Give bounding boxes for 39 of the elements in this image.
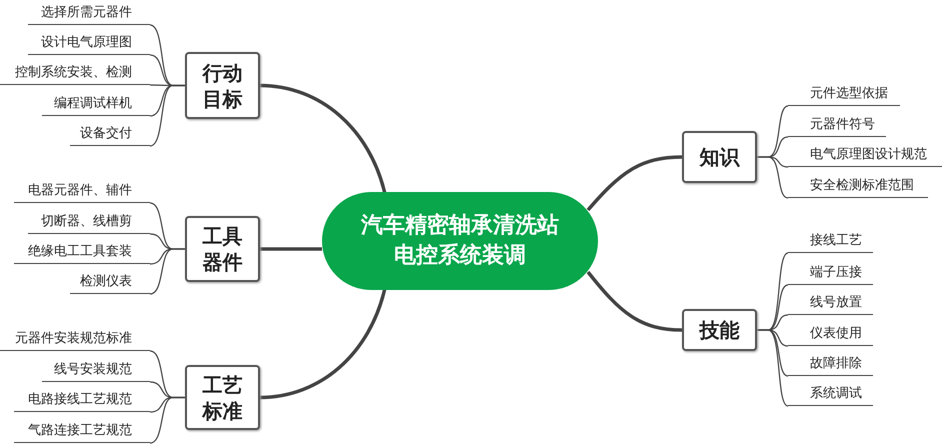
underlined-label: 端子压接 <box>788 263 873 285</box>
topic-box: 工艺标准 <box>185 365 260 430</box>
main-branch-line <box>586 270 682 332</box>
underlined-label: 电路接线工艺规范 <box>14 390 150 412</box>
main-branch-line <box>260 84 387 194</box>
underlined-label: 电气原理图设计规范 <box>788 145 942 167</box>
underlined-label: 设计电气原理图 <box>28 33 150 55</box>
underlined-label: 安全检测标准范围 <box>788 176 928 198</box>
underlined-label: 切断器、线槽剪 <box>28 212 150 234</box>
underlined-label: 系统调试 <box>788 384 873 406</box>
underlined-label: 检测仪表 <box>70 272 150 294</box>
topic-box: 技能 <box>682 309 757 351</box>
underlined-label: 控制系统安装、检测 <box>0 63 150 85</box>
branch-line <box>757 156 788 199</box>
branch-line <box>150 84 185 147</box>
underlined-label: 线号放置 <box>788 293 873 315</box>
topic-box: 工具器件 <box>185 216 260 282</box>
underlined-label: 线号安装规范 <box>42 360 150 382</box>
central-topic-pill: 汽车精密轴承清洗站电控系统装调 <box>322 192 598 290</box>
underlined-label: 绝缘电工工具套装 <box>14 242 150 264</box>
underlined-label: 编程调试样机 <box>42 94 150 116</box>
underlined-label: 接线工艺 <box>788 231 873 253</box>
main-branch-line <box>586 155 682 212</box>
branch-line <box>150 248 185 295</box>
main-branch-line <box>260 247 322 251</box>
topic-box: 知识 <box>682 131 757 183</box>
underlined-label: 故障排除 <box>788 354 873 376</box>
underlined-label: 元件选型依据 <box>788 84 900 106</box>
topic-box: 行动目标 <box>185 52 260 119</box>
underlined-label: 电器元器件、辅件 <box>14 181 150 203</box>
underlined-label: 元器件安装规范标准 <box>0 329 150 351</box>
main-branch-line <box>260 288 387 400</box>
underlined-label: 气路连接工艺规范 <box>14 421 150 443</box>
underlined-label: 仪表使用 <box>788 324 873 346</box>
branch-line <box>150 396 185 444</box>
underlined-label: 元器件符号 <box>788 115 886 137</box>
underlined-label: 选择所需元器件 <box>28 3 150 25</box>
branch-line <box>757 329 788 407</box>
underlined-label: 设备交付 <box>70 124 150 146</box>
